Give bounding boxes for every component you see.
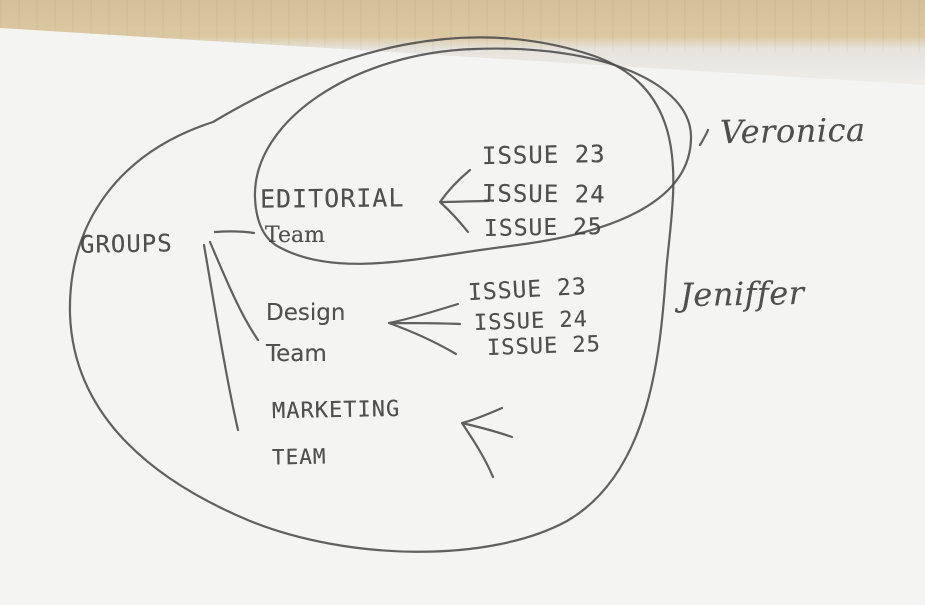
design-team-line2: Team <box>266 341 327 367</box>
editorial-issue-25: ISSUE 25 <box>483 213 603 243</box>
marketing-team-line1: MARKETING <box>271 396 401 425</box>
editorial-issue-23: ISSUE 23 <box>481 139 606 171</box>
design-issue-25: ISSUE 25 <box>486 332 602 361</box>
marketing-arrow <box>460 406 514 479</box>
design-team-line1: Design <box>266 300 346 326</box>
editorial-team-line1: EDITORIAL <box>259 183 405 214</box>
marketing-team-line2: TEAM <box>271 444 327 470</box>
editorial-issue-24: ISSUE 24 <box>481 179 606 209</box>
veronica-tick <box>698 128 710 147</box>
groups-connector-design <box>208 240 260 342</box>
editorial-veronica-loop <box>253 47 693 265</box>
groups-connector-top <box>213 230 256 235</box>
editorial-team-line2: Team <box>265 223 325 248</box>
editorial-arrow <box>438 168 490 234</box>
veronica-label: Veronica <box>719 110 866 152</box>
jeniffer-label: Jeniffer <box>679 273 805 315</box>
design-issue-24: ISSUE 24 <box>473 307 589 336</box>
large-jeniffer-loop <box>68 36 675 553</box>
groups-label: GROUPS <box>79 229 173 259</box>
design-arrow <box>387 302 462 356</box>
groups-connector-marketing <box>202 243 240 432</box>
